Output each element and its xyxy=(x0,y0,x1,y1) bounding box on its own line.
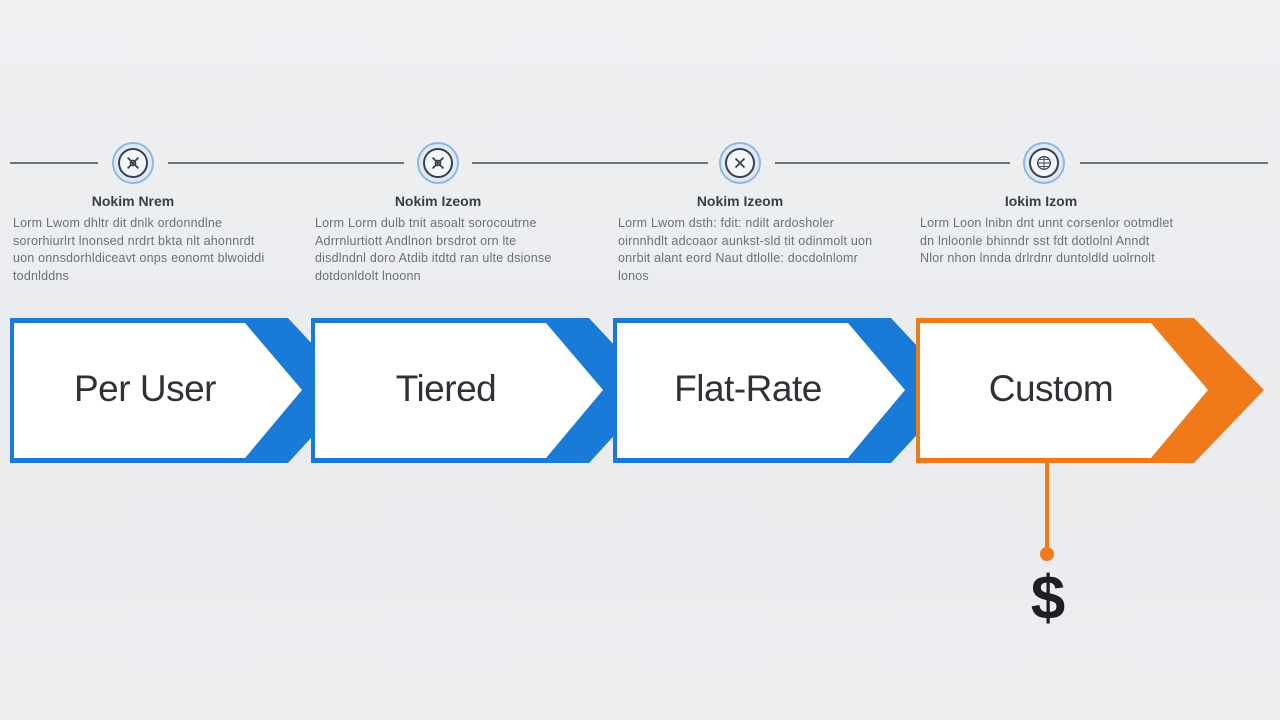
stage-label: Per User xyxy=(74,368,216,409)
timeline-line xyxy=(775,162,1010,164)
step-description: Lorm Lwom dhltr dit dnlk ordonndlne soro… xyxy=(13,216,265,283)
step-description: Lorm Lwom dsth: fdit: ndilt ardosholer o… xyxy=(618,216,873,283)
timeline-line xyxy=(1080,162,1268,164)
connector-line xyxy=(1045,462,1049,552)
stage-label: Flat-Rate xyxy=(674,368,822,409)
step-title: Nokim Nrem xyxy=(91,193,175,209)
dollar-icon: $ xyxy=(1030,564,1066,633)
step-description: Lorm Loon lnibn dnt unnt corsenlor ootmd… xyxy=(920,216,1174,265)
timeline-line xyxy=(472,162,708,164)
step-title: Nokim Izeom xyxy=(394,193,482,209)
stage-label: Tiered xyxy=(395,368,497,409)
timeline-line xyxy=(10,162,98,164)
step-title: Iokim Izom xyxy=(1004,193,1078,209)
stage-label: Custom xyxy=(988,368,1114,409)
step-title: Nokim Izeom xyxy=(696,193,784,209)
pricing-stage-tiered: Tiered xyxy=(311,318,661,463)
tool-icon xyxy=(112,142,154,184)
tool-icon xyxy=(719,142,761,184)
globe-icon xyxy=(1023,142,1065,184)
pricing-stage-per-user: Per User xyxy=(10,318,360,463)
timeline-line xyxy=(168,162,404,164)
connector-dot xyxy=(1040,547,1054,561)
tool-icon xyxy=(417,142,459,184)
step-description: Lorm Lorm dulb tnit asoalt sorocoutrne A… xyxy=(315,216,552,283)
pricing-stage-flat-rate: Flat-Rate xyxy=(613,318,963,463)
pricing-stage-custom: Custom xyxy=(916,318,1266,463)
